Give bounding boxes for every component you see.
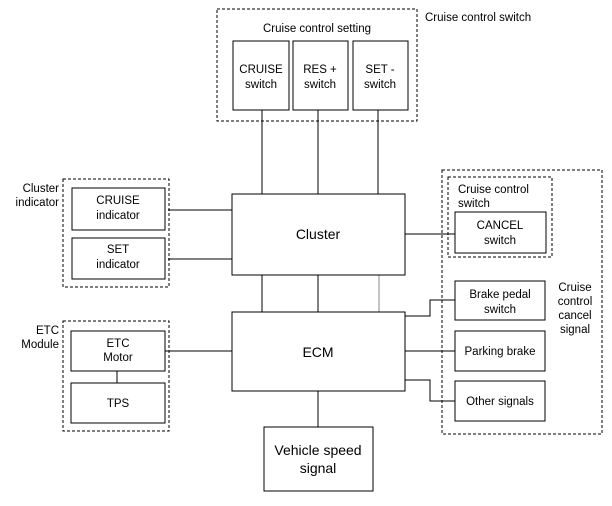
- cancel-switch-label-line2: switch: [484, 235, 516, 247]
- other-signals-label: Other signals: [466, 396, 534, 408]
- tps-box: [70, 382, 166, 424]
- set-switch-box: [352, 40, 409, 111]
- cruise-indicator-box: [71, 187, 166, 231]
- cancel-switch-label-line1: CANCEL: [477, 220, 524, 232]
- cluster-indicator-group: [62, 178, 170, 288]
- brake-pedal-switch-label-line1: Brake pedal: [469, 289, 530, 301]
- cluster-label: Cluster: [296, 226, 341, 242]
- etc-motor-box: [70, 330, 166, 372]
- cancel-switch-group-label-line2: switch: [458, 198, 490, 210]
- set-switch-label-line2: switch: [364, 79, 396, 91]
- vehicle-speed-box: [263, 426, 374, 492]
- cancel-switch-group-label-line1: Cruise control: [458, 184, 529, 196]
- cluster-indicator-label-line2: indicator: [16, 197, 60, 209]
- cluster-indicator-label-line1: Cluster: [23, 183, 60, 195]
- tps-label: TPS: [107, 398, 130, 410]
- cruise-control-switch-label: Cruise control switch: [425, 12, 531, 24]
- cancel-signal-label-line3: cancel: [558, 310, 591, 322]
- cruise-indicator-label-line2: indicator: [96, 210, 140, 222]
- cancel-signal-group: [441, 169, 603, 435]
- set-indicator-box: [71, 237, 166, 280]
- cruise-control-setting-label: Cruise control setting: [263, 23, 371, 35]
- parking-brake-label: Parking brake: [465, 346, 536, 358]
- vehicle-speed-label-line2: signal: [300, 460, 337, 476]
- cruise-switch-label-line1: CRUISE: [239, 64, 283, 76]
- cruise-control-switch-group: [216, 8, 418, 122]
- connector-ecm-other-signals: [405, 379, 455, 402]
- etc-module-label-line2: Module: [21, 339, 59, 351]
- parking-brake-box: [454, 330, 546, 372]
- cancel-signal-label-line1: Cruise: [558, 282, 591, 294]
- cruise-switch-label-line2: switch: [245, 79, 277, 91]
- cancel-signal-label-line4: signal: [560, 324, 590, 336]
- res-switch-label-line1: RES +: [303, 64, 337, 76]
- vehicle-speed-label-line1: Vehicle speed: [274, 442, 361, 458]
- res-switch-label-line2: switch: [304, 79, 336, 91]
- set-indicator-label-line2: indicator: [96, 259, 140, 271]
- other-signals-box: [454, 380, 546, 422]
- cluster-box: [231, 193, 406, 276]
- set-switch-label-line1: SET -: [365, 64, 394, 76]
- ecm-box: [231, 311, 406, 392]
- cancel-switch-box: [454, 211, 547, 254]
- etc-module-group: [62, 320, 170, 432]
- etc-motor-label-line1: ETC: [107, 338, 130, 350]
- brake-pedal-switch-label-line2: switch: [484, 304, 516, 316]
- cancel-switch-group: [447, 176, 553, 258]
- ecm-label: ECM: [302, 344, 333, 360]
- etc-module-label-line1: ETC: [36, 325, 59, 337]
- cruise-switch-box: [232, 40, 290, 111]
- etc-motor-label-line2: Motor: [103, 352, 133, 364]
- cancel-signal-label-line2: control: [558, 296, 593, 308]
- res-switch-box: [292, 40, 349, 111]
- set-indicator-label-line1: SET: [107, 244, 129, 256]
- brake-pedal-switch-box: [454, 280, 546, 321]
- cruise-indicator-label-line1: CRUISE: [96, 195, 140, 207]
- connector-ecm-brake-pedal: [405, 299, 455, 317]
